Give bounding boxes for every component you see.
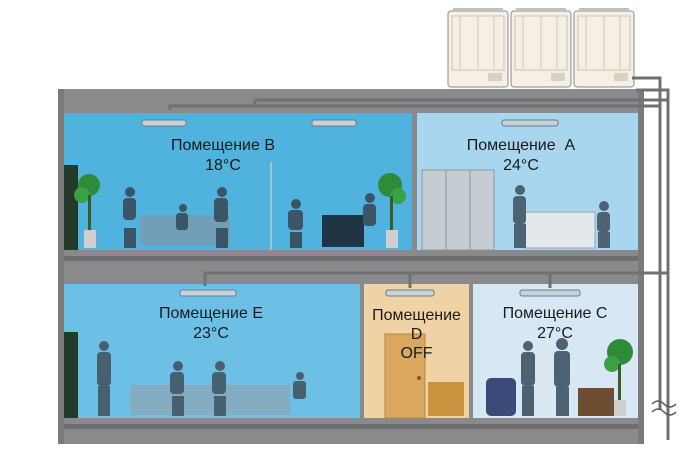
room-d-label: Помещение D OFF <box>364 306 469 363</box>
person-icon <box>597 201 610 248</box>
person-icon <box>97 341 111 416</box>
door-icon <box>384 333 426 419</box>
room-a-scene <box>421 169 610 251</box>
room-a-temp: 24°C <box>503 157 539 174</box>
room-e-label: Помещение Е 23°C <box>136 304 286 344</box>
room-c-label: Помещение С 27°C <box>480 304 630 344</box>
indoor-units <box>141 119 581 297</box>
room-d-sub: D <box>410 326 423 343</box>
room-a-name: Помещение А <box>466 137 576 154</box>
person-icon <box>363 193 376 226</box>
room-d-name: Помещение <box>372 307 461 324</box>
person-icon <box>170 361 184 416</box>
indoor-unit-icon <box>501 119 559 127</box>
indoor-unit-icon <box>141 119 187 127</box>
plant-icon <box>604 339 633 416</box>
room-e-temp: 23°C <box>193 325 229 342</box>
plant-icon <box>378 173 406 248</box>
person-icon <box>176 204 188 230</box>
room-b-label: Помещение В 18°C <box>148 136 298 176</box>
person-icon <box>212 361 226 416</box>
person-icon <box>293 372 306 399</box>
outdoor-units <box>447 8 635 88</box>
indoor-unit-icon <box>385 289 435 297</box>
room-b-temp: 18°C <box>205 157 241 174</box>
room-c-name: Помещение С <box>502 305 608 322</box>
room-b-scene <box>64 162 406 250</box>
person-icon <box>214 187 228 248</box>
room-b-name: Помещение В <box>171 137 275 154</box>
plant-icon <box>74 174 100 248</box>
person-icon <box>123 187 136 248</box>
room-e-scene <box>64 332 306 418</box>
person-icon <box>521 341 535 416</box>
room-d-status: OFF <box>400 345 433 362</box>
outdoor-unit-icon <box>510 8 572 88</box>
indoor-unit-icon <box>311 119 357 127</box>
indoor-unit-icon <box>519 289 581 297</box>
indoor-unit-icon <box>179 289 237 297</box>
refrigerant-pipes <box>168 76 670 440</box>
outdoor-unit-icon <box>447 8 509 88</box>
pipe-break-icon <box>651 400 677 416</box>
room-c-scene <box>486 338 633 416</box>
room-c-temp: 27°C <box>537 325 573 342</box>
room-e-name: Помещение Е <box>159 305 263 322</box>
person-icon <box>513 185 526 248</box>
outdoor-unit-icon <box>573 8 635 88</box>
room-a-label: Помещение А 24°C <box>446 136 596 176</box>
person-icon <box>288 199 303 248</box>
person-icon <box>554 338 570 416</box>
room-d-scene <box>384 333 464 419</box>
